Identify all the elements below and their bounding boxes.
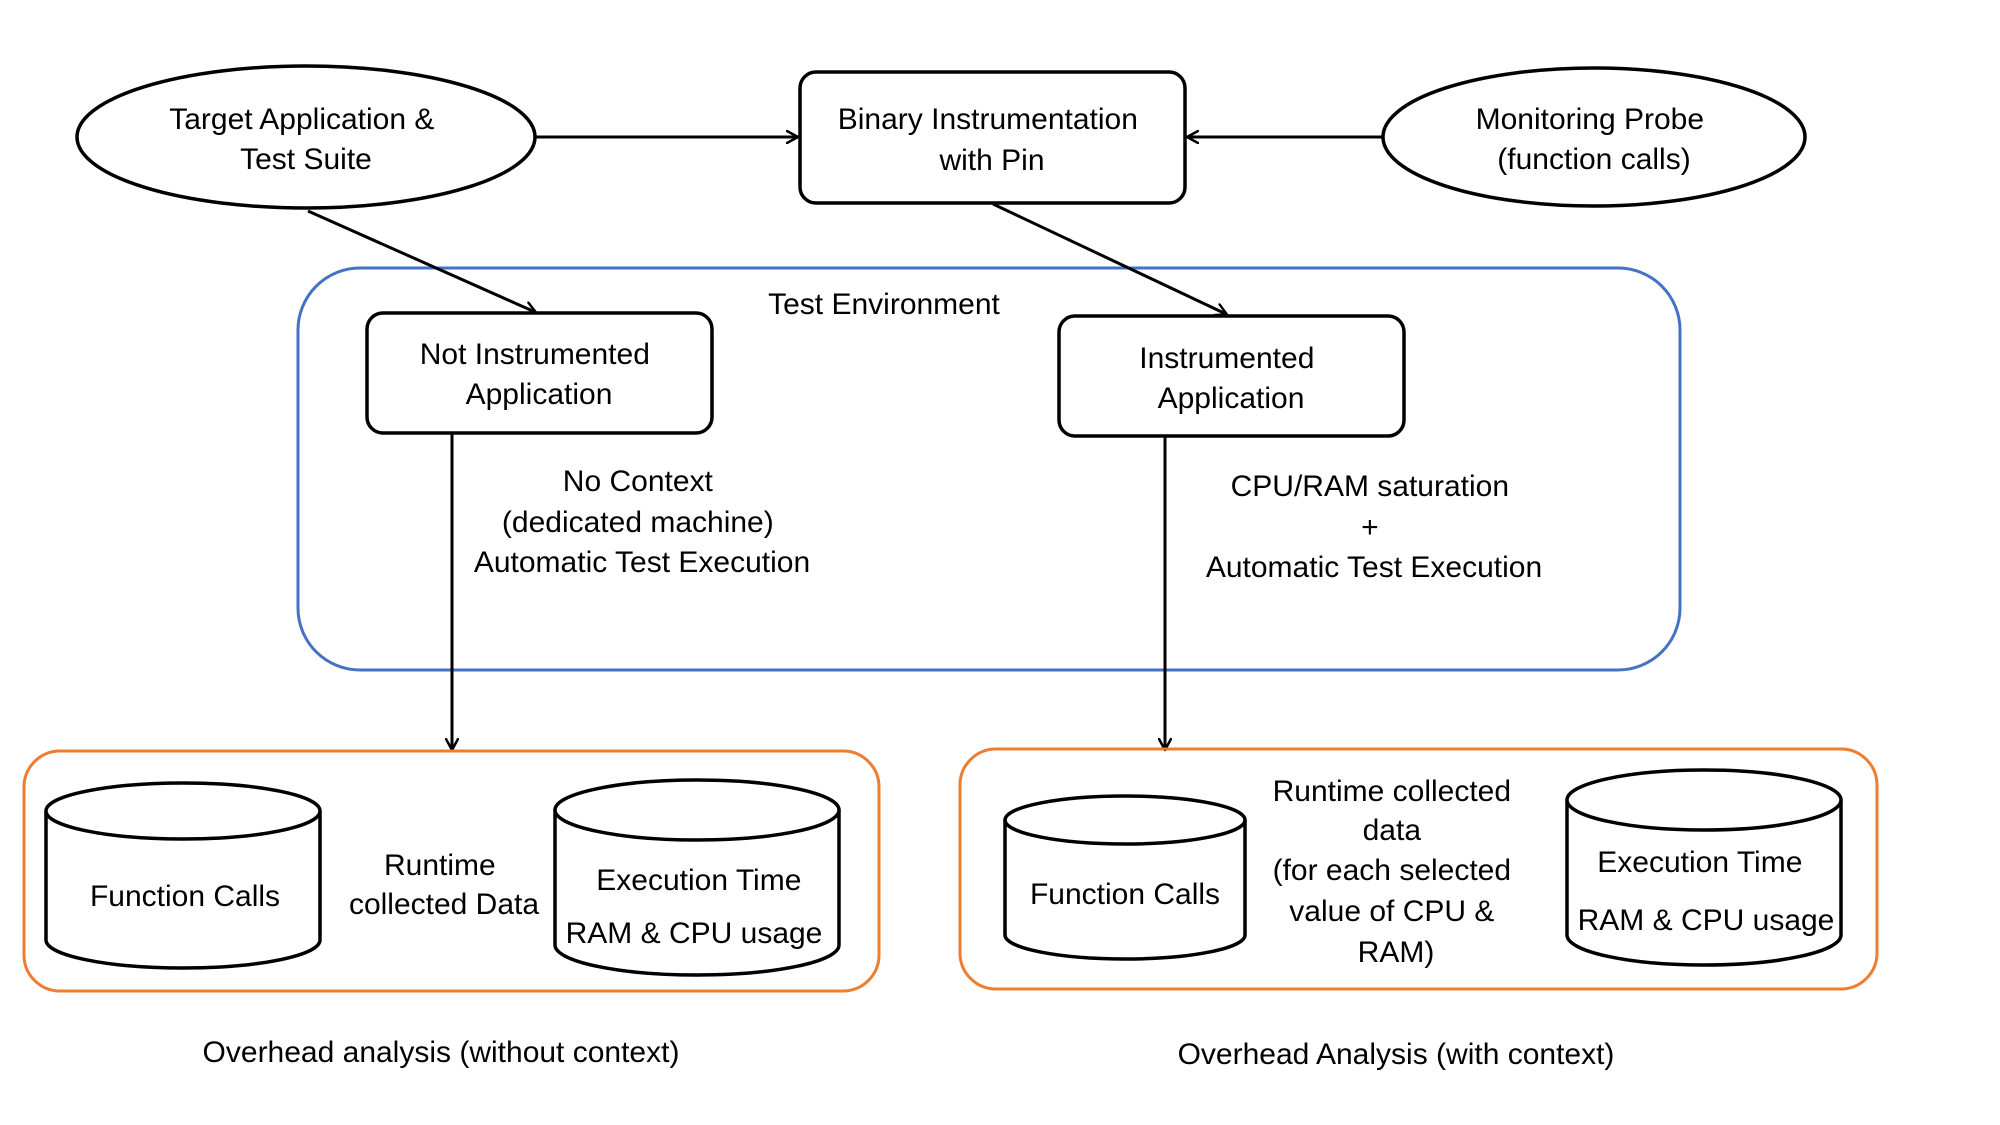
saturation-note-line-1: CPU/RAM saturation <box>1231 470 1509 503</box>
instrumented-application-node: Instrumented Application <box>1057 314 1406 438</box>
saturation-note-line-3: Automatic Test Execution <box>1206 551 1542 584</box>
overhead-with-context-caption: Overhead Analysis (with context) <box>1178 1038 1615 1071</box>
target-application-node: Target Application & Test Suite <box>75 64 537 210</box>
monitoring-probe-line-1: Monitoring Probe <box>1476 103 1704 136</box>
runtime-collected-right-line-2: data <box>1363 814 1422 847</box>
execution-time-label-left: Execution Time <box>596 864 801 897</box>
overhead-without-context-caption: Overhead analysis (without context) <box>203 1036 680 1069</box>
runtime-collected-right-line-3: (for each selected <box>1273 854 1511 887</box>
binary-instrumentation-line-2: with Pin <box>938 144 1044 177</box>
ram-cpu-usage-label-right: RAM & CPU usage <box>1578 904 1835 937</box>
instrumented-line-1: Instrumented <box>1139 342 1314 375</box>
binary-instrumentation-node: Binary Instrumentation with Pin <box>798 70 1187 205</box>
monitoring-probe-node: Monitoring Probe (function calls) <box>1381 66 1807 208</box>
no-context-note-line-3: Automatic Test Execution <box>474 546 810 579</box>
instrumented-line-2: Application <box>1158 382 1305 415</box>
binary-instrumentation-line-1: Binary Instrumentation <box>838 103 1138 136</box>
runtime-collected-data-label-left: Runtime collected Data <box>349 849 539 921</box>
svg-text:Not Instrumented Applica: Not Instrumented Application <box>420 338 658 411</box>
not-instrumented-line-1: Not Instrumented <box>420 338 650 371</box>
saturation-note-line-2: + <box>1361 511 1379 544</box>
function-calls-database-left: Function Calls <box>44 781 322 970</box>
monitoring-probe-line-2: (function calls) <box>1497 143 1690 176</box>
runtime-collected-right-line-1: Runtime collected <box>1273 775 1511 808</box>
svg-text:Monitoring Probe (functi: Monitoring Probe (function calls) <box>1476 103 1713 176</box>
test-environment-container <box>296 266 1682 672</box>
runtime-collected-right-line-5: RAM) <box>1358 936 1435 969</box>
not-instrumented-application-node: Not Instrumented Application <box>365 311 714 435</box>
runtime-collected-data-label-right: Runtime collected data (for each selecte… <box>1273 775 1520 969</box>
no-context-note-line-2: (dedicated machine) <box>502 506 774 539</box>
target-application-line-1: Target Application & <box>169 103 434 136</box>
saturation-note: CPU/RAM saturation + Automatic Test Exec… <box>1206 470 1542 584</box>
execution-metrics-database-right: Execution Time RAM & CPU usage <box>1565 768 1843 967</box>
svg-text:Target Application & Tes: Target Application & Test Suite <box>169 103 443 176</box>
function-calls-label-left: Function Calls <box>90 880 280 913</box>
svg-text:Execution Time RAM & CPU: Execution Time RAM & CPU usage <box>1578 846 1835 937</box>
runtime-collected-left-line-2: collected Data <box>349 888 539 921</box>
edge-binary-instrumentation-to-instrumented <box>992 202 1226 314</box>
test-environment-label: Test Environment <box>768 288 1000 321</box>
execution-metrics-database-left: Execution Time RAM & CPU usage <box>553 778 841 977</box>
no-context-note: No Context (dedicated machine) Automatic… <box>474 465 810 579</box>
function-calls-label-right: Function Calls <box>1030 878 1220 911</box>
overhead-without-context-panel <box>22 749 881 993</box>
not-instrumented-line-2: Application <box>466 378 613 411</box>
ram-cpu-usage-label-left: RAM & CPU usage <box>566 917 823 950</box>
runtime-collected-left-line-1: Runtime <box>384 849 496 882</box>
no-context-note-line-1: No Context <box>563 465 714 498</box>
svg-text:Binary Instrumentation w: Binary Instrumentation with Pin <box>838 103 1147 177</box>
edge-target-to-not-instrumented <box>307 209 535 312</box>
execution-time-label-right: Execution Time <box>1597 846 1802 879</box>
overhead-with-context-panel <box>958 747 1879 991</box>
target-application-line-2: Test Suite <box>240 143 372 176</box>
svg-text:Instrumented Application: Instrumented Application <box>1139 342 1322 415</box>
runtime-collected-right-line-4: value of CPU & <box>1289 895 1494 928</box>
svg-text:Execution Time RAM & CPU: Execution Time RAM & CPU usage <box>566 864 823 950</box>
function-calls-database-right: Function Calls <box>1003 794 1247 961</box>
